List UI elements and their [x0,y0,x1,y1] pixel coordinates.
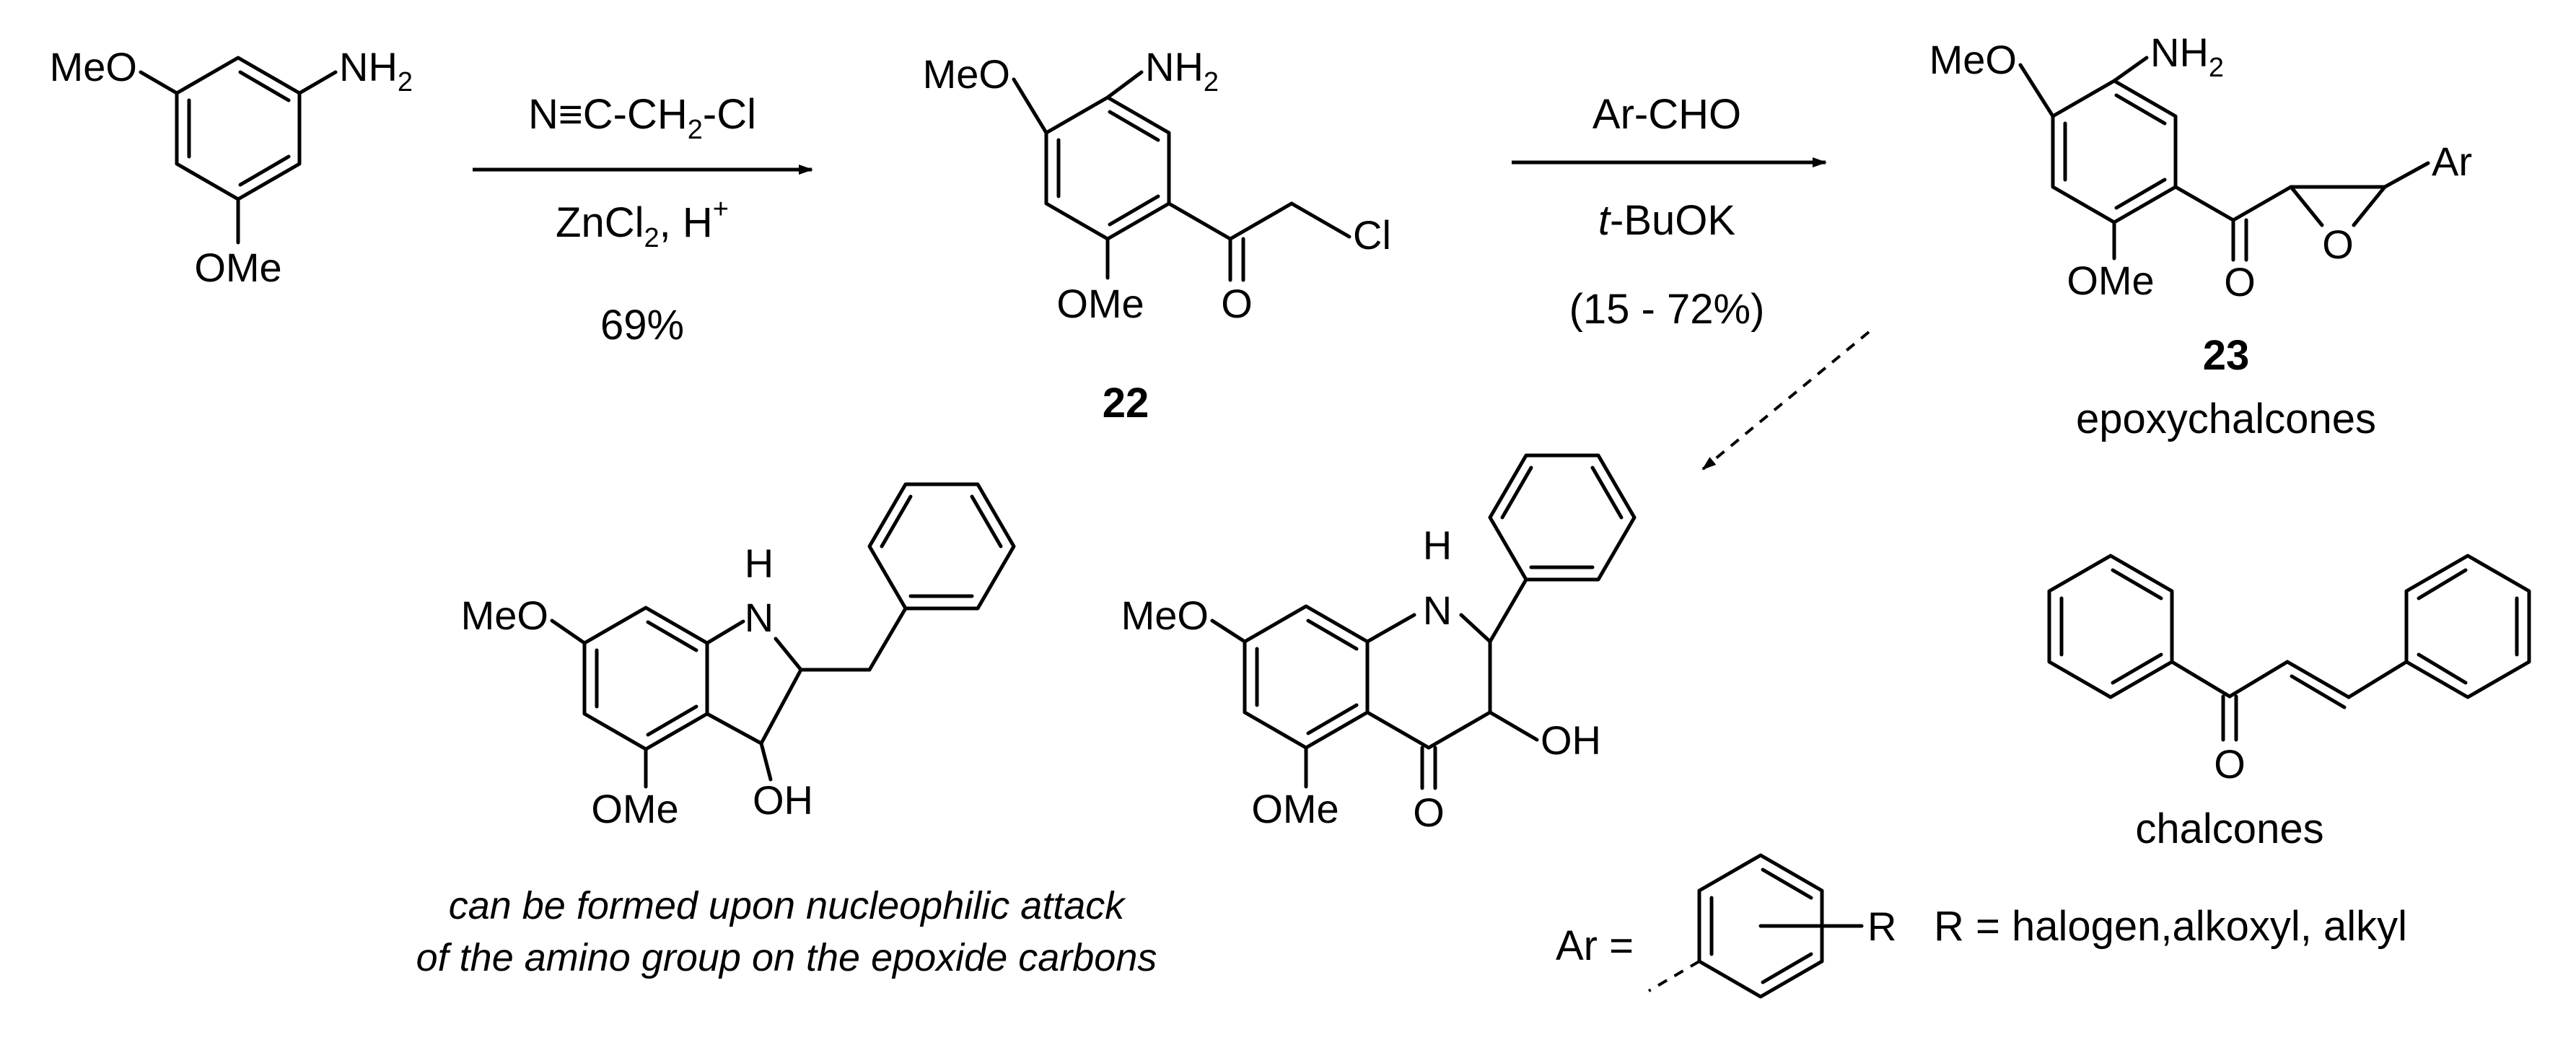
compound-number-22: 22 [1103,380,1149,427]
methoxy-label: OMe [194,245,281,290]
carbonyl-oxygen-label: O [2214,741,2246,787]
dashed-arrow-side-products [1701,331,1870,471]
yield-step2: (15 - 72%) [1569,286,1765,333]
methoxy-label: MeO [461,593,548,638]
amino-label: NH2 [339,44,413,97]
compound-number-23: 23 [2203,332,2250,379]
hydroxyl-label: OH [1541,717,1601,763]
amino-label: NH2 [2150,30,2224,83]
hydroxyl-label: OH [753,777,813,823]
methoxy-label: OMe [1056,281,1144,326]
substituent-r-label: R [1867,904,1896,949]
aryl-equals-label: Ar = [1556,922,1634,969]
catalyst-zncl2: ZnCl2, H+ [556,194,729,253]
methoxy-label: MeO [923,51,1010,97]
note-line-2: of the amino group on the epoxide carbon… [416,936,1157,979]
chalcone-structure: O chalcones [2047,554,2531,852]
methoxy-label: OMe [591,786,678,831]
starting-material-dimethoxyaniline: MeO NH2 OMe [50,44,413,290]
compound-22: MeO NH2 OMe O Cl 22 [923,44,1391,427]
compound-23-epoxychalcone: MeO NH2 OMe O O Ar 23 epoxychalcones [1929,30,2472,442]
aryl-label: Ar [2432,139,2472,184]
compound-name-epoxychalcones: epoxychalcones [2076,396,2376,442]
methoxy-label: MeO [1929,37,2017,82]
methoxy-label: MeO [1121,593,1209,638]
yield-step1: 69% [600,302,684,349]
reaction-arrow-2: Ar-CHO t-BuOK (15 - 72%) [1512,91,1827,333]
reagent-aldehyde: Ar-CHO [1593,91,1741,138]
nitrogen-label: N [745,595,774,640]
methoxy-label: OMe [2067,258,2154,303]
side-product-note: can be formed upon nucleophilic attack o… [416,884,1157,979]
note-line-1: can be formed upon nucleophilic attack [449,884,1127,927]
carbonyl-oxygen-label: O [2224,259,2256,305]
epoxide-oxygen-label: O [2322,222,2354,267]
nh-hydrogen-label: H [745,541,774,586]
nitrogen-label: N [1423,587,1452,633]
aryl-definition: Ar = R R = halogen,alkoxyl, alkyl [1556,853,2407,999]
reaction-arrow-1: N≡C-CH2-Cl ZnCl2, H+ 69% [473,91,813,349]
indoline-side-product: MeO H N OMe OH [461,482,1016,831]
amino-label: NH2 [1145,44,1219,97]
reagent-chloroacetonitrile: N≡C-CH2-Cl [528,91,756,145]
quinolinone-side-product: MeO H N OMe O OH [1121,453,1637,835]
base-tbuok: t-BuOK [1598,197,1735,244]
substituent-definition: R = halogen,alkoxyl, alkyl [1934,903,2407,950]
methoxy-label: MeO [50,44,137,89]
nh-hydrogen-label: H [1423,523,1452,568]
methoxy-label: OMe [1251,786,1339,831]
carbonyl-oxygen-label: O [1221,281,1253,326]
chloro-label: Cl [1353,212,1391,258]
carbonyl-oxygen-label: O [1413,790,1445,835]
compound-name-chalcones: chalcones [2135,805,2323,852]
